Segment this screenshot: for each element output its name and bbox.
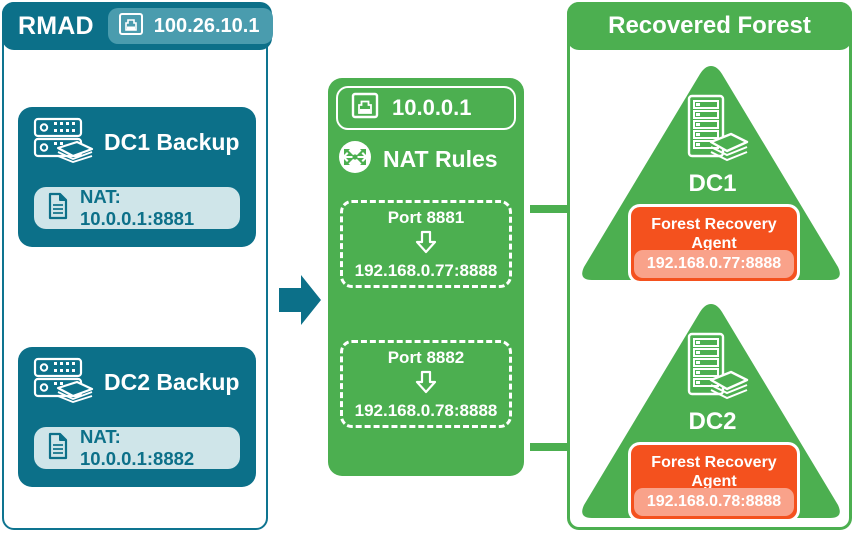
- nat-rule-target: 192.168.0.78:8888: [354, 400, 498, 420]
- nat-rule-row: Port 8881 192.168.0.77:8888: [340, 200, 512, 288]
- document-icon: [46, 432, 70, 465]
- dc1-backup-box: DC1 Backup NAT: 10.0.0.1:8881: [18, 107, 256, 247]
- nat-rule-port: Port 8881: [387, 207, 465, 227]
- right-block-arrow-icon: [277, 270, 323, 330]
- dc2-agent-ip: 192.168.0.78:8888: [634, 488, 794, 516]
- rmad-ip-pill: 100.26.10.1: [107, 8, 274, 44]
- dc1-nat-value: NAT: 10.0.0.1:8881: [80, 186, 195, 229]
- nat-rule-target: 192.168.0.77:8888: [354, 260, 498, 280]
- dc1-agent-box: Forest Recovery Agent 192.168.0.77:8888: [628, 204, 800, 284]
- dc2-agent-box: Forest Recovery Agent 192.168.0.78:8888: [628, 442, 800, 522]
- dc2-backup-label: DC2 Backup: [104, 368, 240, 395]
- nat-rule-port: Port 8882: [387, 347, 465, 367]
- dc2-agent-title: Forest Recovery Agent: [651, 454, 777, 490]
- rmad-title: RMAD: [18, 11, 94, 40]
- nat-ip-value: 10.0.0.1: [392, 95, 472, 120]
- dc2-nat-pill: NAT: 10.0.0.1:8882: [34, 426, 240, 469]
- recovered-forest-header: Recovered Forest: [567, 2, 852, 50]
- nat-ip-pill: 10.0.0.1: [336, 86, 516, 130]
- server-backup-icon: [677, 92, 749, 171]
- dc1-agent-title: Forest Recovery Agent: [651, 216, 777, 252]
- down-arrow-icon: [415, 370, 437, 399]
- rmad-panel: RMAD 100.26.10.1: [2, 2, 274, 530]
- dc2-backup-box: DC2 Backup NAT: 10.0.0.1:8882: [18, 347, 256, 487]
- dc1-backup-header: DC1 Backup: [18, 107, 256, 165]
- nat-panel: 10.0.0.1 NAT Rules Port 8881 192.16: [328, 78, 524, 476]
- dc1-agent-ip: 192.168.0.77:8888: [634, 250, 794, 278]
- rmad-ip-value: 100.26.10.1: [153, 14, 260, 37]
- server-backup-icon: [677, 330, 749, 409]
- dc1-nat-pill: NAT: 10.0.0.1:8881: [34, 186, 240, 229]
- down-arrow-icon: [415, 230, 437, 259]
- nat-rules-title: NAT Rules: [383, 146, 498, 172]
- recovered-forest-title: Recovered Forest: [608, 12, 811, 39]
- rmad-header: RMAD 100.26.10.1: [2, 2, 274, 50]
- nat-rules-header: NAT Rules: [338, 140, 498, 179]
- dc1-backup-label: DC1 Backup: [104, 128, 240, 155]
- server-backup-icon: [32, 116, 94, 169]
- document-icon: [46, 192, 70, 225]
- dc2-nat-value: NAT: 10.0.0.1:8882: [80, 426, 195, 469]
- server-backup-icon: [32, 356, 94, 409]
- nat-rule-row: Port 8882 192.168.0.78:8888: [340, 340, 512, 428]
- ethernet-port-icon: [350, 92, 380, 125]
- dc2-label: DC2: [688, 408, 737, 435]
- dc2-backup-header: DC2 Backup: [18, 347, 256, 405]
- router-icon: [338, 140, 372, 179]
- dc1-label: DC1: [688, 170, 737, 197]
- ethernet-port-icon: [118, 12, 144, 41]
- recovered-forest-panel: Recovered Forest: [567, 2, 852, 530]
